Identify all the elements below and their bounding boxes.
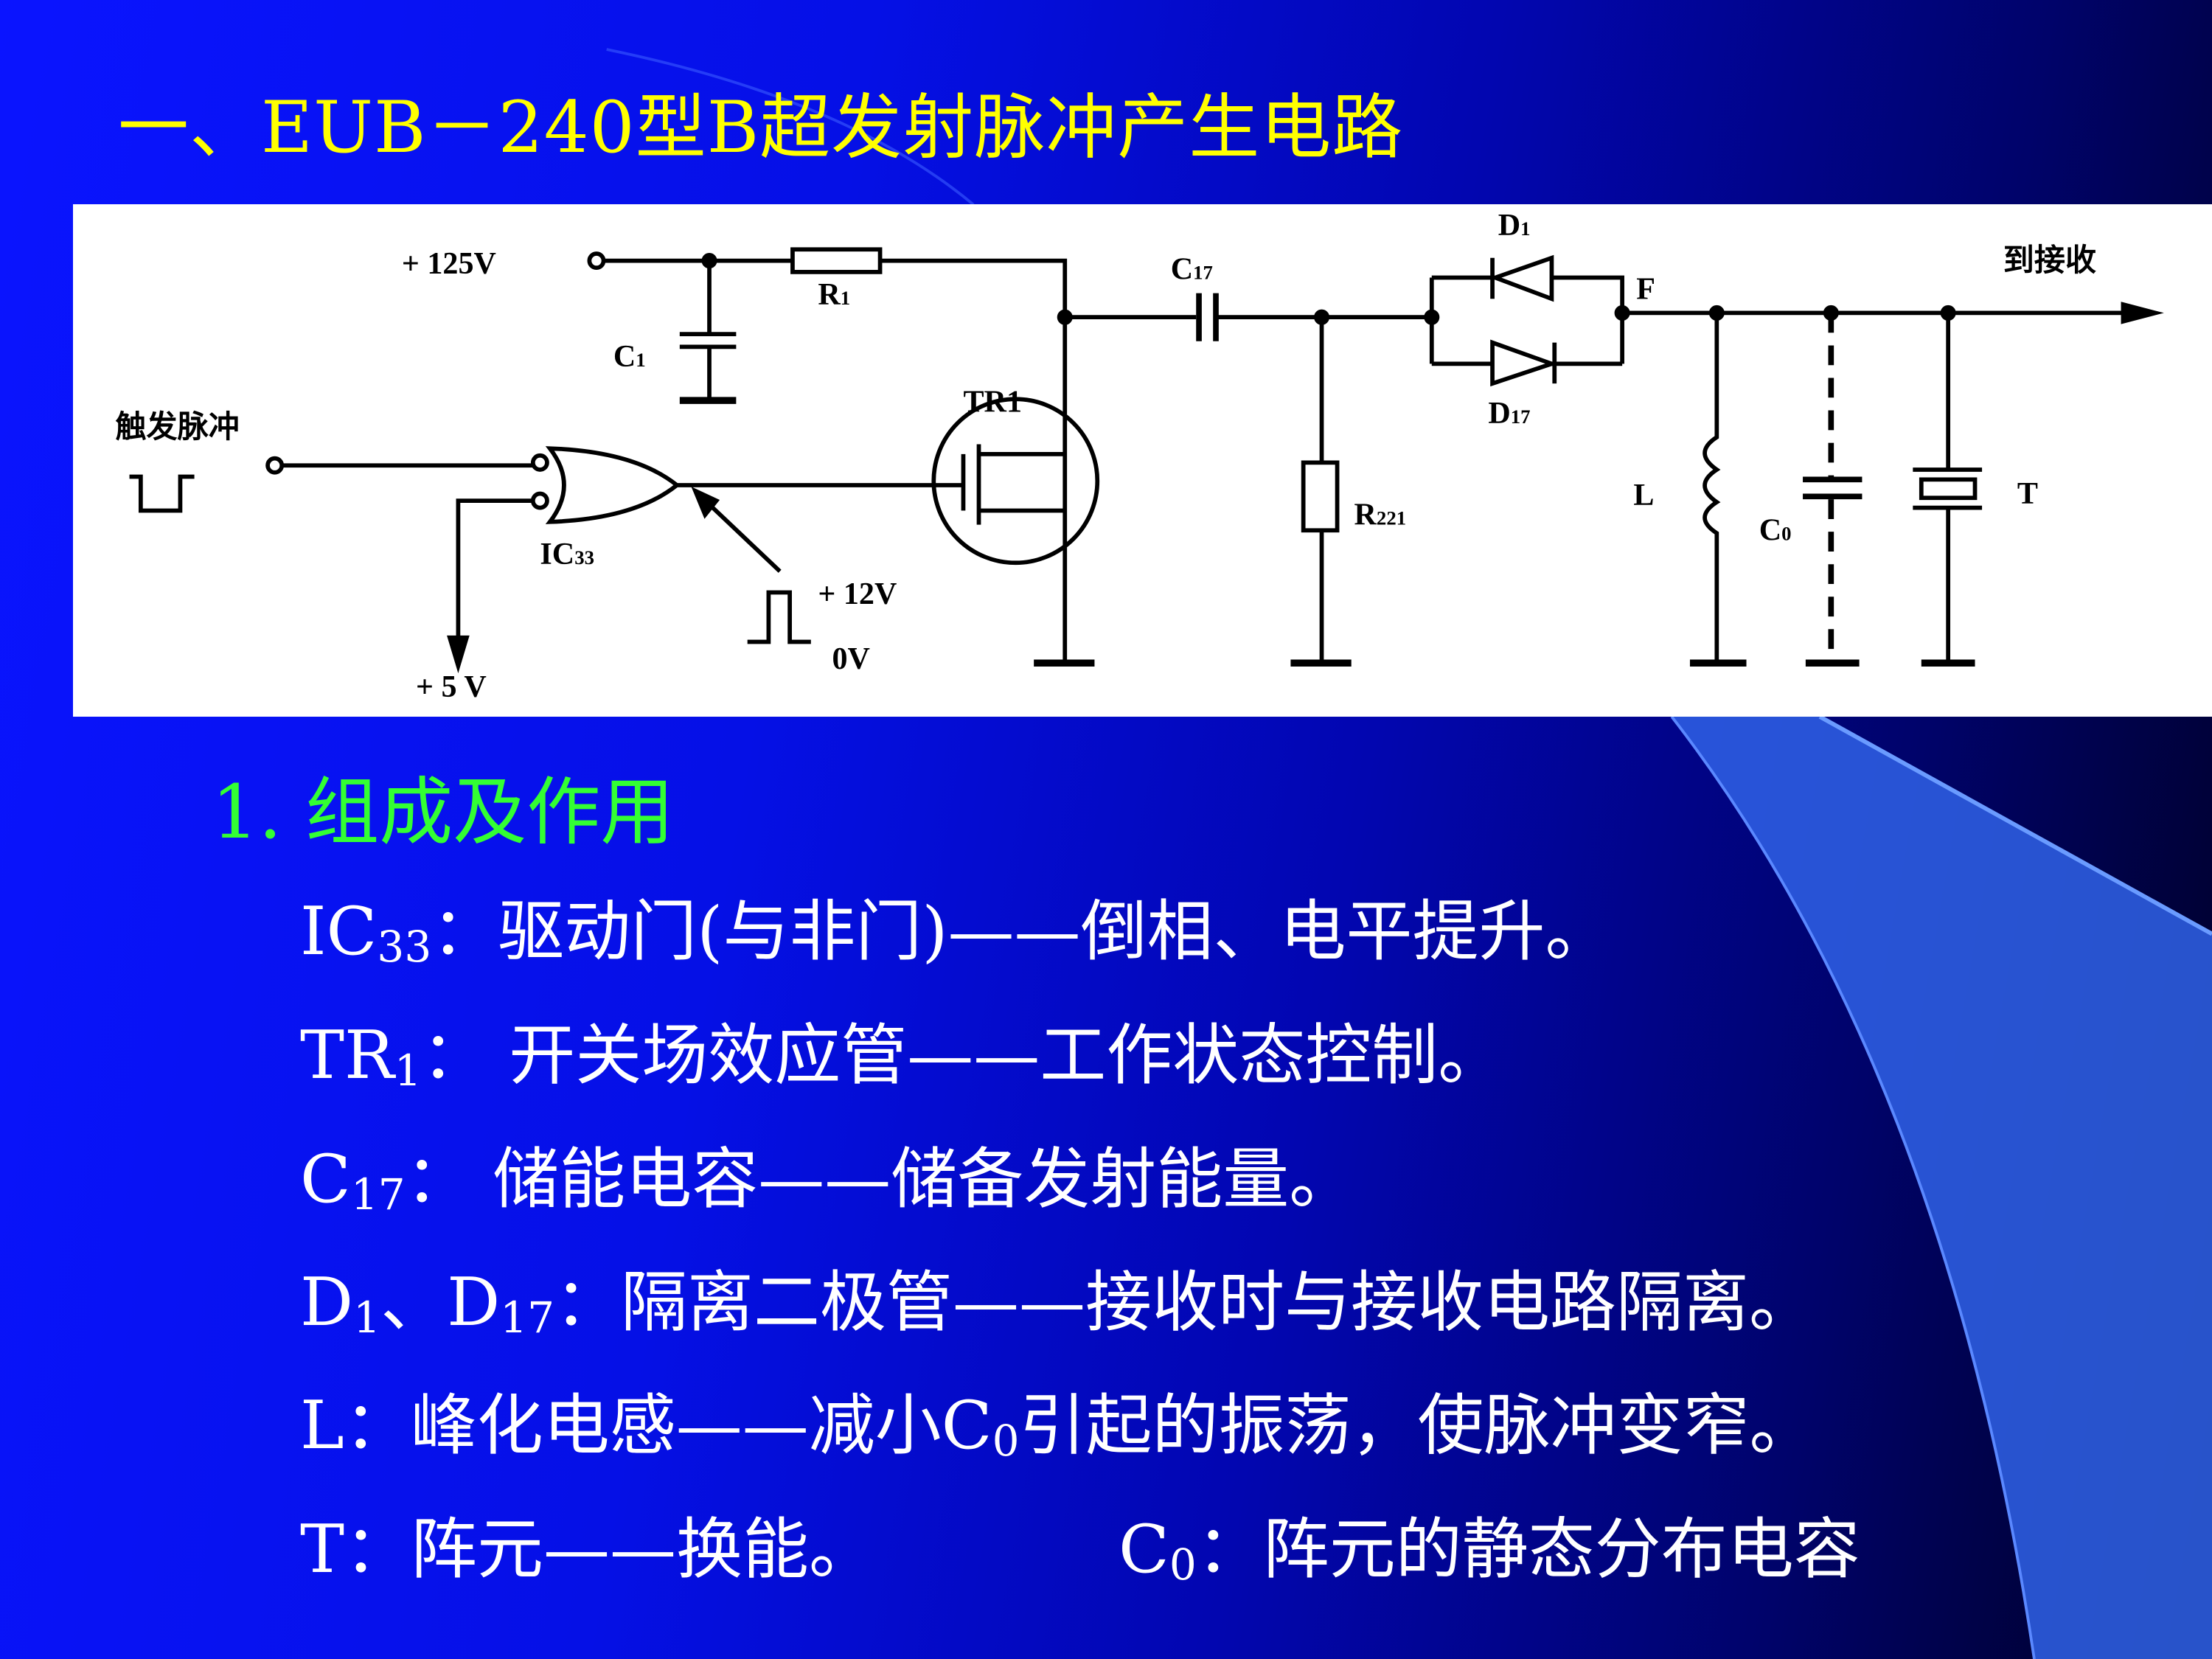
slide-title: 一、EUB－240型B超发射脉冲产生电路 [118,86,1404,169]
coupling [1065,293,1432,667]
label-t: T [2017,476,2038,511]
power-rail [587,247,1068,664]
diodes [1424,254,1630,387]
inductor-l [1703,313,1721,664]
item-ic33: IC33：驱动门(与非门)——倒相、电平提升。 [300,893,1612,972]
output [1622,302,2164,667]
item-c17: C17： 储能电容——储备发射能量。 [300,1141,1356,1220]
mosfet-tr1 [677,309,1100,667]
label-f: F [1636,271,1655,306]
svg-text:R1: R1 [818,277,850,312]
pulse-out-icon [747,590,811,644]
transducer-t [1913,313,1983,664]
nand-gate-ic33 [129,446,811,674]
capacitor-c17 [1196,293,1219,341]
svg-text:D17: D17 [1488,396,1530,431]
label-0v: 0V [832,641,870,676]
svg-text:C0: C0 [1759,513,1792,548]
item-tr1: TR1： 开关场效应管——工作状态控制。 [300,1017,1505,1096]
section-heading: 1. 组成及作用 [212,769,675,855]
label-5v: + 5 V [416,669,487,704]
circuit-diagram: + 125V R1 C1 触发脉冲 TR1 IC33 + 5 V + 12V 0… [73,204,2212,717]
item-transducer: T：阵元——换能。C0：阵元的静态分布电容 [300,1511,1860,1590]
label-tr1: TR1 [963,384,1022,419]
svg-text:IC33: IC33 [540,537,594,571]
label-l: L [1633,478,1654,512]
label-12v: + 12V [818,577,897,611]
capacitor-c0 [1803,476,1863,500]
resistor-r1 [790,247,883,274]
label-trigger: 触发脉冲 [115,410,239,445]
resistor-r221 [1301,460,1340,533]
label-125v: + 125V [402,246,496,281]
capacitor-c1 [679,260,737,401]
item-diodes: D1、D17：隔离二极管——接收时与接收电路隔离。 [300,1264,1816,1343]
pulse-in-icon [129,474,195,513]
label-to-receiver: 到接收 [2003,243,2096,278]
svg-text:C1: C1 [613,339,646,374]
svg-text:R221: R221 [1354,498,1407,532]
svg-text:D1: D1 [1498,208,1531,243]
item-inductor: L：峰化电感——减小C0引起的振荡，使脉冲变窄。 [300,1387,1816,1466]
svg-text:C17: C17 [1171,251,1213,286]
